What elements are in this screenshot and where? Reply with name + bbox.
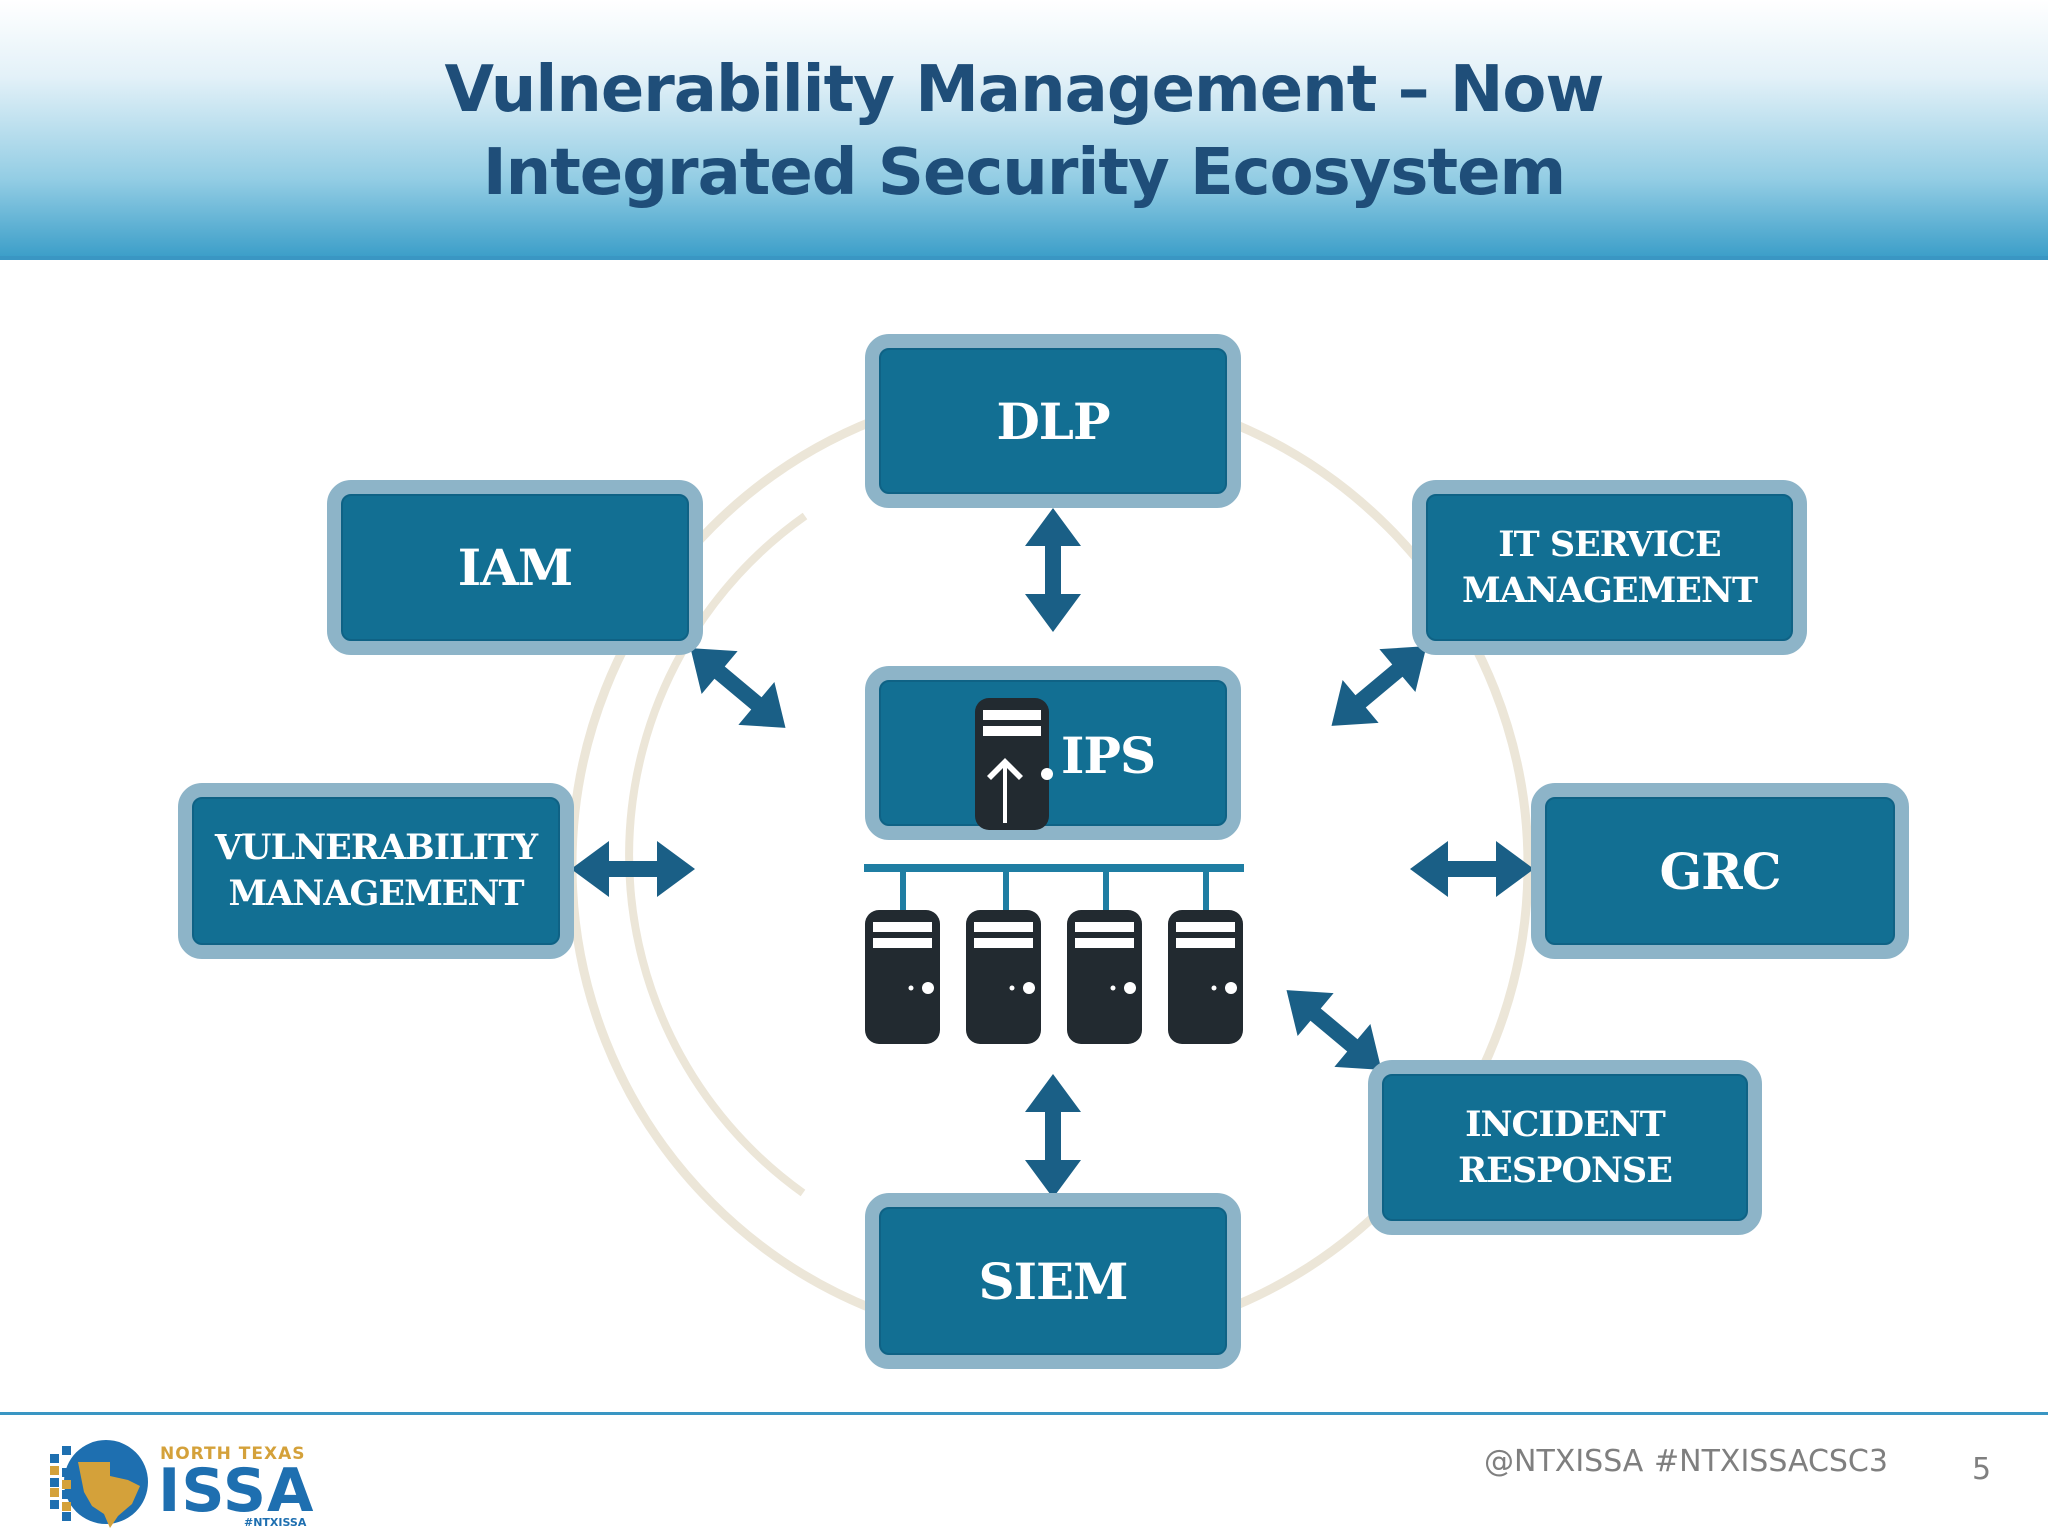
node-grc-label: GRC (1659, 841, 1781, 901)
grc-arrow (1410, 841, 1534, 897)
ips-server-icon (975, 698, 1053, 830)
logo-org-tag: #NTXISSA (244, 1516, 307, 1529)
slide-header: Vulnerability Management – Now Integrate… (0, 0, 2048, 260)
footer-divider (0, 1412, 2048, 1415)
node-siem: SIEM (865, 1193, 1241, 1369)
slide-title-line2: Integrated Security Ecosystem (482, 136, 1566, 210)
siem-arrow (1025, 1074, 1081, 1198)
node-it-service-management: IT SERVICE MANAGEMENT (1412, 480, 1807, 655)
logo-org-main: ISSA (158, 1456, 315, 1526)
node-ips-label: IPS (1061, 726, 1156, 785)
page-number: 5 (1972, 1452, 1992, 1487)
node-ips: IPS (865, 666, 1241, 840)
node-ir-label-line1: INCIDENT (1465, 1103, 1666, 1145)
node-vulnerability-management: VULNERABILITY MANAGEMENT (178, 783, 574, 959)
server-network (864, 864, 1244, 1044)
node-itsm-label-line1: IT SERVICE (1498, 523, 1721, 565)
node-vm-label-line1: VULNERABILITY (214, 827, 538, 868)
footer-twitter-handle: @NTXISSA (1484, 1444, 1644, 1479)
node-vm-label-line2: MANAGEMENT (228, 873, 524, 914)
node-dlp: DLP (865, 334, 1241, 508)
issa-logo: NORTH TEXAS ISSA #NTXISSA (48, 1432, 318, 1532)
footer-hashtag: #NTXISSACSC3 (1654, 1444, 1888, 1479)
node-dlp-label: DLP (996, 391, 1110, 451)
node-iam: IAM (327, 480, 703, 655)
logo-org-top: NORTH TEXAS (160, 1444, 306, 1464)
node-incident-response: INCIDENT RESPONSE (1368, 1060, 1762, 1235)
logo-mosaic-icon (50, 1440, 148, 1528)
dlp-arrow (1025, 508, 1081, 632)
node-ir-label-line2: RESPONSE (1458, 1149, 1673, 1191)
node-grc: GRC (1531, 783, 1909, 959)
node-itsm-label-line2: MANAGEMENT (1461, 569, 1758, 611)
node-siem-label: SIEM (978, 1251, 1129, 1311)
node-iam-label: IAM (457, 538, 574, 597)
slide-title-line1: Vulnerability Management – Now (444, 53, 1605, 127)
